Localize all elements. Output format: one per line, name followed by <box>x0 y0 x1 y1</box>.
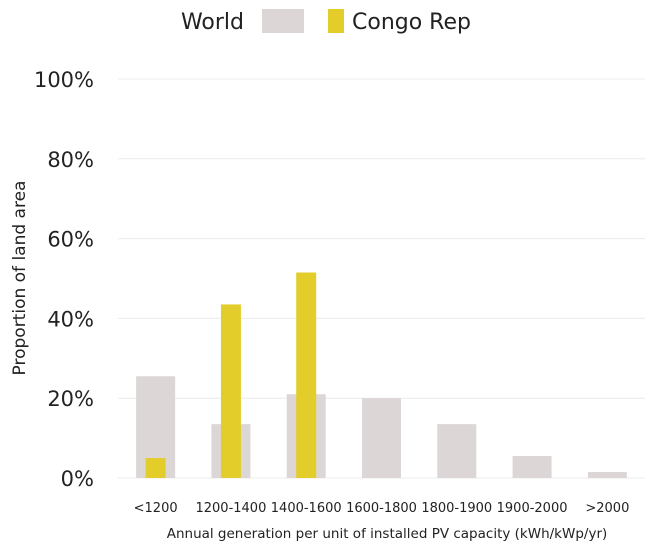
bar-world <box>587 472 627 478</box>
x-tick-label: >2000 <box>585 501 629 516</box>
x-tick-label: 1900-2000 <box>497 501 568 516</box>
y-tick-label: 40% <box>47 307 94 331</box>
legend: World Congo Rep <box>181 9 471 35</box>
bar-world <box>512 456 552 478</box>
bar-congo-rep <box>145 458 166 478</box>
y-tick-label: 80% <box>47 148 94 172</box>
y-tick-label: 100% <box>34 68 94 92</box>
bar-world <box>437 424 477 478</box>
legend-label-world: World <box>181 10 244 35</box>
x-tick-label: 1800-1900 <box>421 501 492 516</box>
x-tick-label: <1200 <box>134 501 178 516</box>
y-axis-ticks: 0% 20% 40% 60% 80% 100% <box>34 68 94 491</box>
x-axis-label: Annual generation per unit of installed … <box>167 526 608 542</box>
legend-swatch-world <box>262 9 304 33</box>
bar-congo-rep <box>220 304 241 478</box>
legend-swatch-congo-rep <box>328 9 344 33</box>
x-axis-ticks: <1200 1200-1400 1400-1600 1600-1800 1800-190… <box>134 501 630 516</box>
x-tick-label: 1600-1800 <box>346 501 417 516</box>
gridlines <box>118 78 645 479</box>
y-axis-label: Proportion of land area <box>10 181 30 376</box>
y-tick-label: 0% <box>61 467 94 491</box>
x-tick-label: 1400-1600 <box>271 501 342 516</box>
x-tick-label: 1200-1400 <box>195 501 266 516</box>
y-tick-label: 60% <box>47 228 94 252</box>
bars <box>136 272 627 478</box>
bar-world <box>362 398 401 478</box>
y-tick-label: 20% <box>47 387 94 411</box>
bar-congo-rep <box>296 272 317 478</box>
legend-label-congo-rep: Congo Rep <box>352 10 471 35</box>
